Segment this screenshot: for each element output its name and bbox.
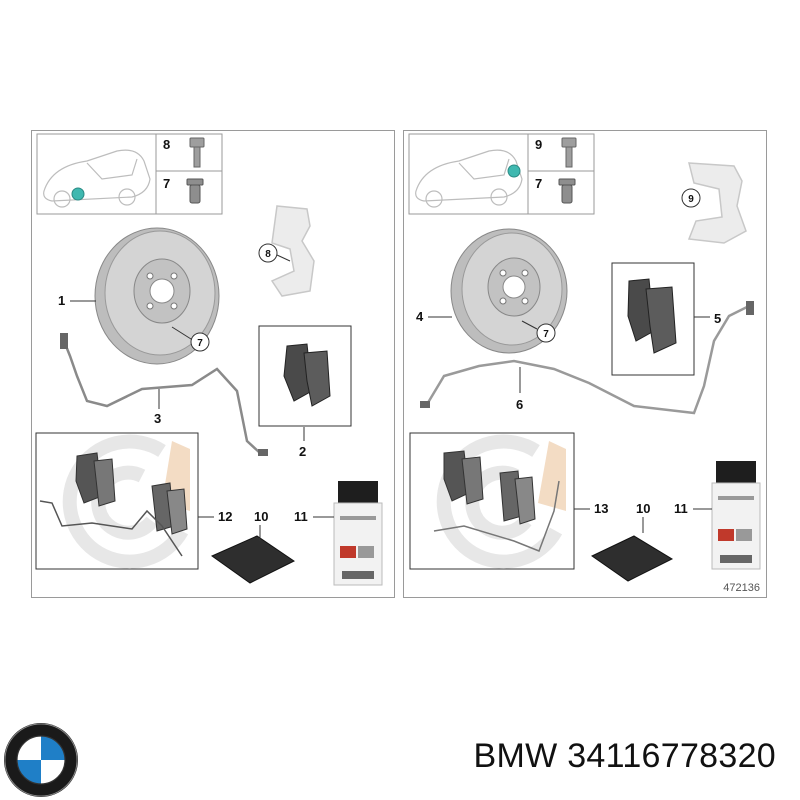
callout-7-circle (536, 323, 556, 343)
callout-4: 4 (416, 309, 424, 324)
callout-1: 1 (58, 293, 65, 308)
grease-pouch-10-icon (210, 535, 295, 584)
bolt-8-icon (189, 137, 205, 168)
grease-pouch-10-icon (591, 535, 674, 582)
callout-10: 10 (636, 501, 650, 516)
callout-7-inset: 7 (535, 176, 542, 191)
brake-pads-5-icon (627, 278, 677, 354)
callout-7-circle-label: 7 (543, 329, 549, 340)
spray-can-11-icon (711, 461, 761, 570)
left-diagram-panel: 8 7 8 1 7 (31, 130, 395, 598)
callout-3: 3 (154, 411, 161, 426)
brake-kit-background-logo-icon (436, 434, 563, 569)
callout-10: 10 (254, 509, 268, 524)
callout-12: 12 (218, 509, 232, 524)
sensor-connector-icon (420, 401, 430, 408)
callout-2: 2 (299, 444, 306, 459)
caliper-carrier-9-icon (687, 162, 747, 244)
callout-6: 6 (516, 397, 523, 412)
wear-sensor-cable-6-icon (424, 304, 750, 415)
callout-8-circle-label: 8 (265, 249, 271, 260)
callout-9-circle (681, 188, 701, 208)
brake-kit-pads-icon (443, 450, 536, 525)
callout-11: 11 (294, 509, 308, 524)
car-thumbnail-icon (43, 149, 151, 208)
brake-disc-1-icon (94, 227, 220, 365)
screw-7-icon (558, 178, 576, 204)
right-diagram-svg: 9 7 9 4 7 (408, 133, 761, 582)
brand-and-part-number: BMW 34116778320 (473, 737, 776, 776)
callout-7-inset: 7 (163, 176, 170, 191)
brake-pads-2-icon (283, 343, 331, 407)
wear-sensor-cable-3-icon (62, 340, 261, 454)
part-number: 34116778320 (567, 737, 776, 775)
callout-9-circle-label: 9 (688, 194, 694, 205)
brake-kit-background-logo-icon (62, 434, 189, 569)
bolt-9-icon (561, 137, 577, 168)
screw-7-icon (186, 178, 204, 204)
caliper-carrier-8-icon (270, 205, 315, 297)
callout-5: 5 (714, 311, 721, 326)
brake-disc-4-icon (450, 228, 568, 354)
left-diagram-svg: 8 7 8 1 7 (35, 133, 383, 586)
spray-can-11-icon (333, 481, 383, 586)
callout-11: 11 (674, 501, 688, 516)
callout-7-circle-label: 7 (197, 338, 203, 349)
callout-9-inset: 9 (535, 137, 542, 152)
sensor-connector-icon (60, 333, 68, 349)
wheel-position-indicator-icon (71, 187, 85, 201)
diagram-reference-number: 472136 (723, 582, 760, 594)
brake-kit-pads-icon (75, 452, 188, 535)
callout-8-circle (258, 243, 278, 263)
callout-13: 13 (594, 501, 608, 516)
callout-7-circle (190, 332, 210, 352)
brand-name: BMW (473, 737, 558, 775)
bmw-logo-icon (4, 723, 78, 797)
wheel-position-indicator-icon (507, 164, 521, 178)
right-diagram-panel: 9 7 9 4 7 (403, 130, 767, 598)
callout-8-inset: 8 (163, 137, 170, 152)
